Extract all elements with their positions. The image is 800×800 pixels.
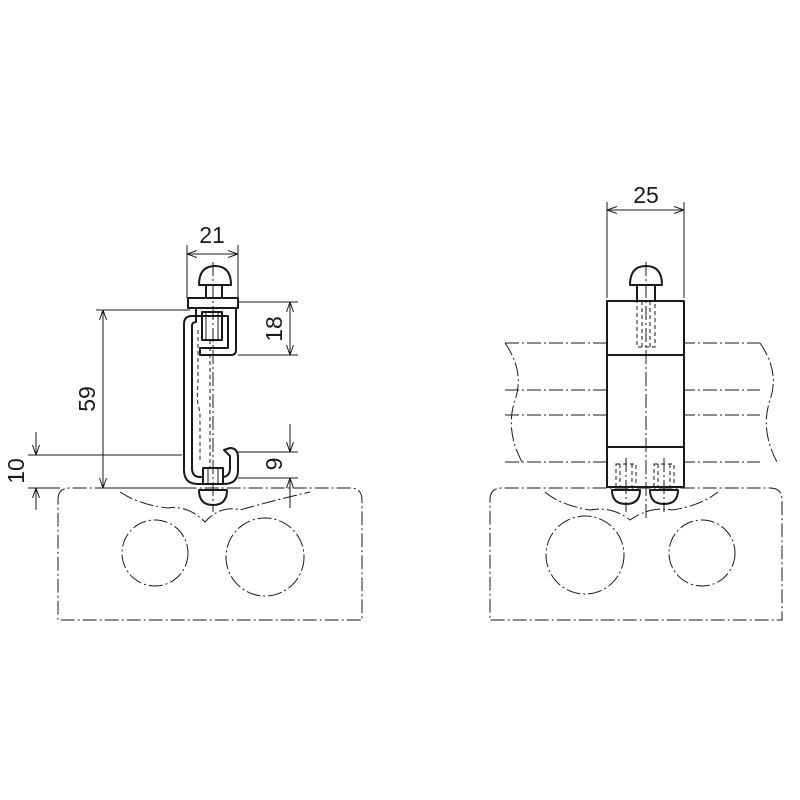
dim-18-label: 18 [261, 316, 287, 342]
dim-21: 21 [186, 222, 239, 298]
front-clip-body [606, 262, 685, 520]
dim-21-label: 21 [199, 222, 225, 248]
front-view: 25 [489, 182, 783, 621]
side-view: 21 59 10 18 9 [3, 222, 363, 621]
dim-9-label: 9 [261, 458, 287, 471]
front-mounting-block [489, 487, 783, 621]
dim-10-label: 10 [3, 458, 29, 484]
dim-59: 59 [74, 309, 190, 489]
dim-25: 25 [606, 182, 685, 298]
dim-18: 18 [238, 301, 298, 356]
dim-25-label: 25 [633, 182, 659, 208]
side-clip-bracket [183, 262, 239, 512]
side-mounting-block [57, 487, 363, 621]
dim-10: 10 [3, 432, 182, 510]
dim-9: 9 [238, 424, 298, 508]
dim-59-label: 59 [74, 386, 100, 412]
